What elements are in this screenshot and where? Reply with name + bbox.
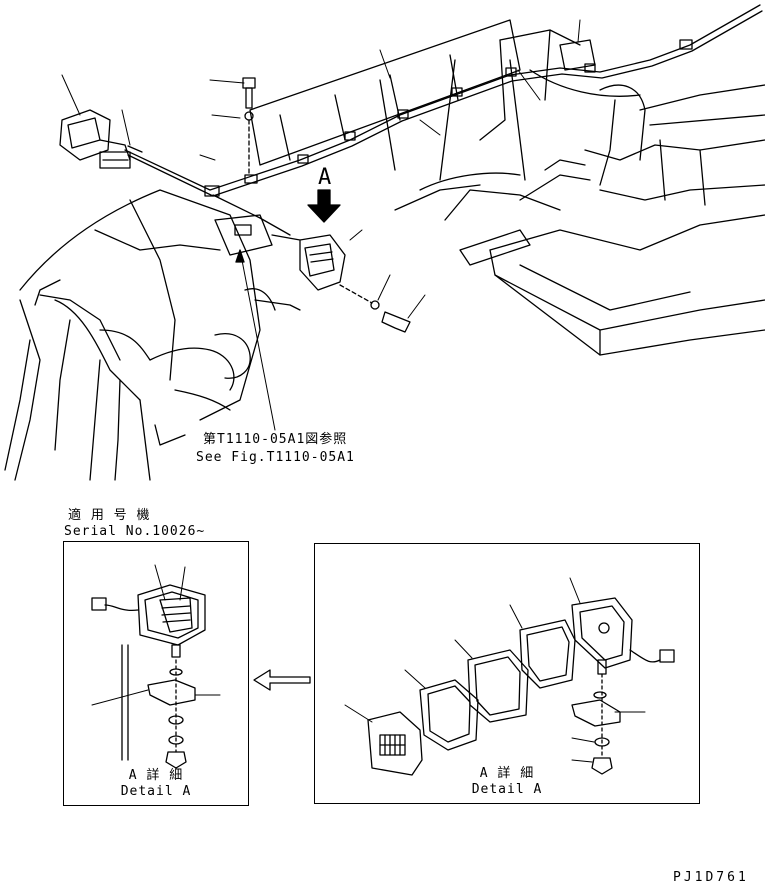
reference-arrow (235, 249, 245, 263)
center-work-lamp (214, 214, 346, 291)
bolt-lower (339, 284, 411, 333)
view-label-a: A (318, 165, 332, 190)
arrow-a-pointer (307, 189, 341, 223)
detail-box-right: A 詳 細 Detail A (314, 543, 700, 804)
detail-left-lamp (91, 564, 221, 769)
serial-label-en: Serial No.10026~ (64, 524, 206, 539)
frame-structure (379, 29, 765, 356)
wire-harness (124, 4, 763, 236)
detail-left-en: Detail A (120, 784, 192, 799)
detail-right-exploded-lamp (344, 577, 675, 776)
roof-panels (249, 19, 596, 166)
detail-right-jp: A 詳 細 (479, 766, 535, 781)
serial-label-jp: 適 用 号 機 (68, 508, 151, 523)
detail-box-left: A 詳 細 Detail A (63, 541, 249, 806)
reference-en: See Fig.T1110-05A1 (196, 450, 355, 465)
left-work-lamp (59, 109, 143, 169)
drawing-code: PJ1D761 (673, 870, 749, 885)
leader-lines-top (61, 19, 581, 431)
reference-jp: 第T1110-05A1図参照 (203, 432, 348, 447)
detail-arrow (253, 669, 311, 691)
machine-body-outline (4, 189, 301, 481)
detail-right-en: Detail A (471, 782, 543, 797)
detail-left-jp: A 詳 細 (128, 768, 184, 783)
